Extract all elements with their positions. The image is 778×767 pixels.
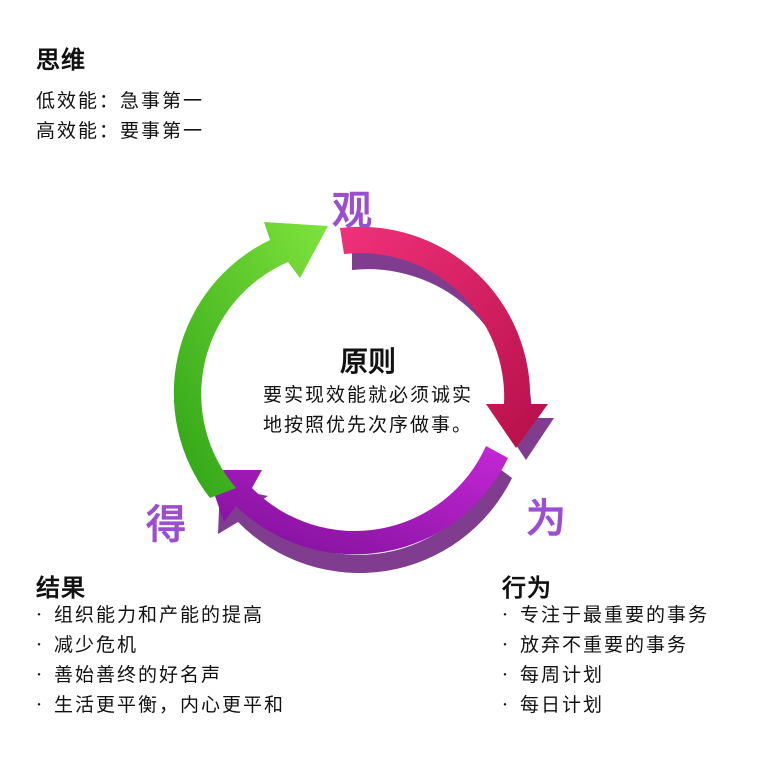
bullet-dot: ·: [502, 604, 511, 626]
list-item-text: 生活更平衡，内心更平和: [54, 694, 286, 716]
list-item-text: 减少危机: [54, 634, 139, 656]
list-item: · 放弃不重要的事务: [502, 630, 709, 660]
actions-list: · 专注于最重要的事务 · 放弃不重要的事务 · 每周计划 · 每日计划: [502, 600, 709, 720]
arc-top-right: [340, 226, 548, 448]
list-item-text: 组织能力和产能的提高: [54, 604, 265, 626]
bullet-dot: ·: [36, 634, 45, 656]
list-item: · 生活更平衡，内心更平和: [36, 690, 285, 720]
thinking-line-high: 高效能：要事第一: [36, 120, 205, 142]
list-item: · 组织能力和产能的提高: [36, 600, 285, 630]
bullet-dot: ·: [502, 634, 511, 656]
bullet-dot: ·: [36, 694, 45, 716]
list-item: · 善始善终的好名声: [36, 660, 285, 690]
principle-text: 要实现效能就必须诚实 地按照优先次序做事。: [233, 380, 503, 440]
list-item-text: 善始善终的好名声: [54, 664, 223, 686]
list-item: · 每日计划: [502, 690, 709, 720]
thinking-line-low: 低效能：急事第一: [36, 90, 205, 112]
arc-bottom: [206, 446, 508, 555]
bullet-dot: ·: [502, 664, 511, 686]
results-list: · 组织能力和产能的提高 · 减少危机 · 善始善终的好名声 · 生活更平衡，内心更平和: [36, 600, 285, 720]
list-item: · 专注于最重要的事务: [502, 600, 709, 630]
cycle-label-gain: 得: [146, 502, 186, 548]
bullet-dot: ·: [36, 664, 45, 686]
thinking-heading: 思维: [36, 46, 86, 74]
list-item-text: 放弃不重要的事务: [520, 634, 689, 656]
list-item-text: 专注于最重要的事务: [520, 604, 710, 626]
arc-shadow-bottom: [218, 466, 512, 574]
arc-left: [173, 222, 328, 498]
list-item-text: 每日计划: [520, 694, 605, 716]
bullet-dot: ·: [502, 694, 511, 716]
principle-line-1: 要实现效能就必须诚实: [262, 384, 473, 406]
principle-title: 原则: [339, 345, 396, 378]
list-item: · 减少危机: [36, 630, 285, 660]
list-item-text: 每周计划: [520, 664, 605, 686]
actions-heading: 行为: [502, 574, 552, 602]
principle-line-2: 地按照优先次序做事。: [262, 414, 473, 436]
bullet-dot: ·: [36, 604, 45, 626]
results-heading: 结果: [36, 574, 86, 602]
list-item: · 每周计划: [502, 660, 709, 690]
cycle-label-act: 为: [526, 496, 566, 542]
cycle-label-view: 观: [332, 188, 372, 234]
